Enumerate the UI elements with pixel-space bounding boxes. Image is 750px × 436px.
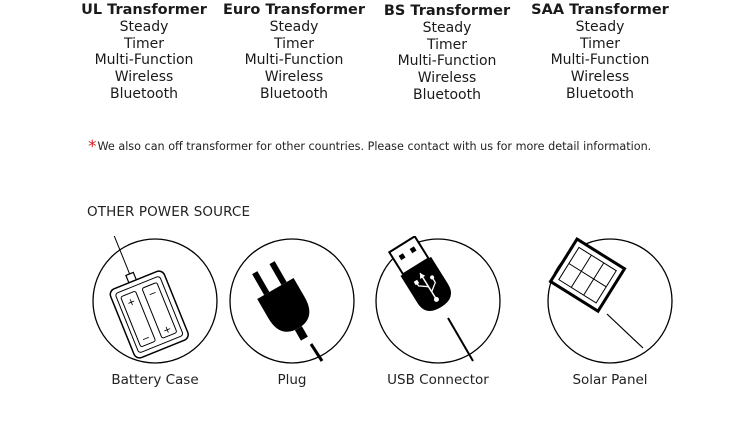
transformer-note: *We also can off transformer for other c… [88,135,652,157]
transformer-feature: Multi-Function [244,52,344,69]
svg-text:+: + [162,324,174,337]
power-source-plug: Plug [227,236,357,388]
transformer-feature: Multi-Function [397,53,497,70]
transformer-feature: Bluetooth [413,86,481,103]
transformer-feature: Multi-Function [94,52,194,69]
power-source-label: USB Connector [387,372,489,388]
transformer-title: BS Transformer [383,3,511,19]
transformer-feature: Steady [119,18,169,35]
section-title: OTHER POWER SOURCE [87,204,251,220]
transformer-feature: Timer [426,36,468,53]
usb-connector-icon [375,236,501,364]
transformer-feature: Bluetooth [566,85,634,102]
transformer-column-saa: SAA Transformer Steady Timer Multi-Funct… [525,2,675,103]
solar-panel-icon [547,237,673,364]
transformer-title: SAA Transformer [531,2,669,18]
power-source-label: Plug [277,372,307,388]
transformer-feature: Timer [273,35,315,52]
power-source-label: Battery Case [111,372,199,388]
transformer-title: Euro Transformer [222,2,366,18]
transformer-column-bs: BS Transformer Steady Timer Multi-Functi… [372,3,522,104]
transformer-feature: Timer [123,35,165,52]
transformer-feature: Bluetooth [110,85,178,102]
transformer-feature: Steady [575,18,625,35]
transformer-feature: Wireless [264,69,324,86]
transformer-feature: Timer [579,35,621,52]
asterisk-icon: * [88,137,97,157]
transformer-feature: Steady [269,18,319,35]
transformer-feature: Wireless [114,69,174,86]
note-text: We also can off transformer for other co… [97,140,652,153]
transformer-feature: Wireless [570,69,630,86]
battery-case-icon: + − − + [92,236,218,364]
svg-text:−: − [147,287,159,300]
plug-icon [229,238,355,364]
power-source-solar-panel: Solar Panel [545,236,675,388]
transformer-feature: Multi-Function [550,52,650,69]
power-source-battery-case: + − − + Battery Case [90,236,220,388]
svg-text:+: + [126,296,138,309]
power-source-usb-connector: USB Connector [373,236,503,388]
transformer-column-ul: UL Transformer Steady Timer Multi-Functi… [69,2,219,103]
transformer-feature: Bluetooth [260,85,328,102]
transformer-title: UL Transformer [81,2,207,18]
transformer-feature: Wireless [417,70,477,87]
power-source-label: Solar Panel [572,372,648,388]
transformer-feature: Steady [422,19,472,36]
svg-text:−: − [140,332,152,345]
transformer-column-euro: Euro Transformer Steady Timer Multi-Func… [219,2,369,103]
